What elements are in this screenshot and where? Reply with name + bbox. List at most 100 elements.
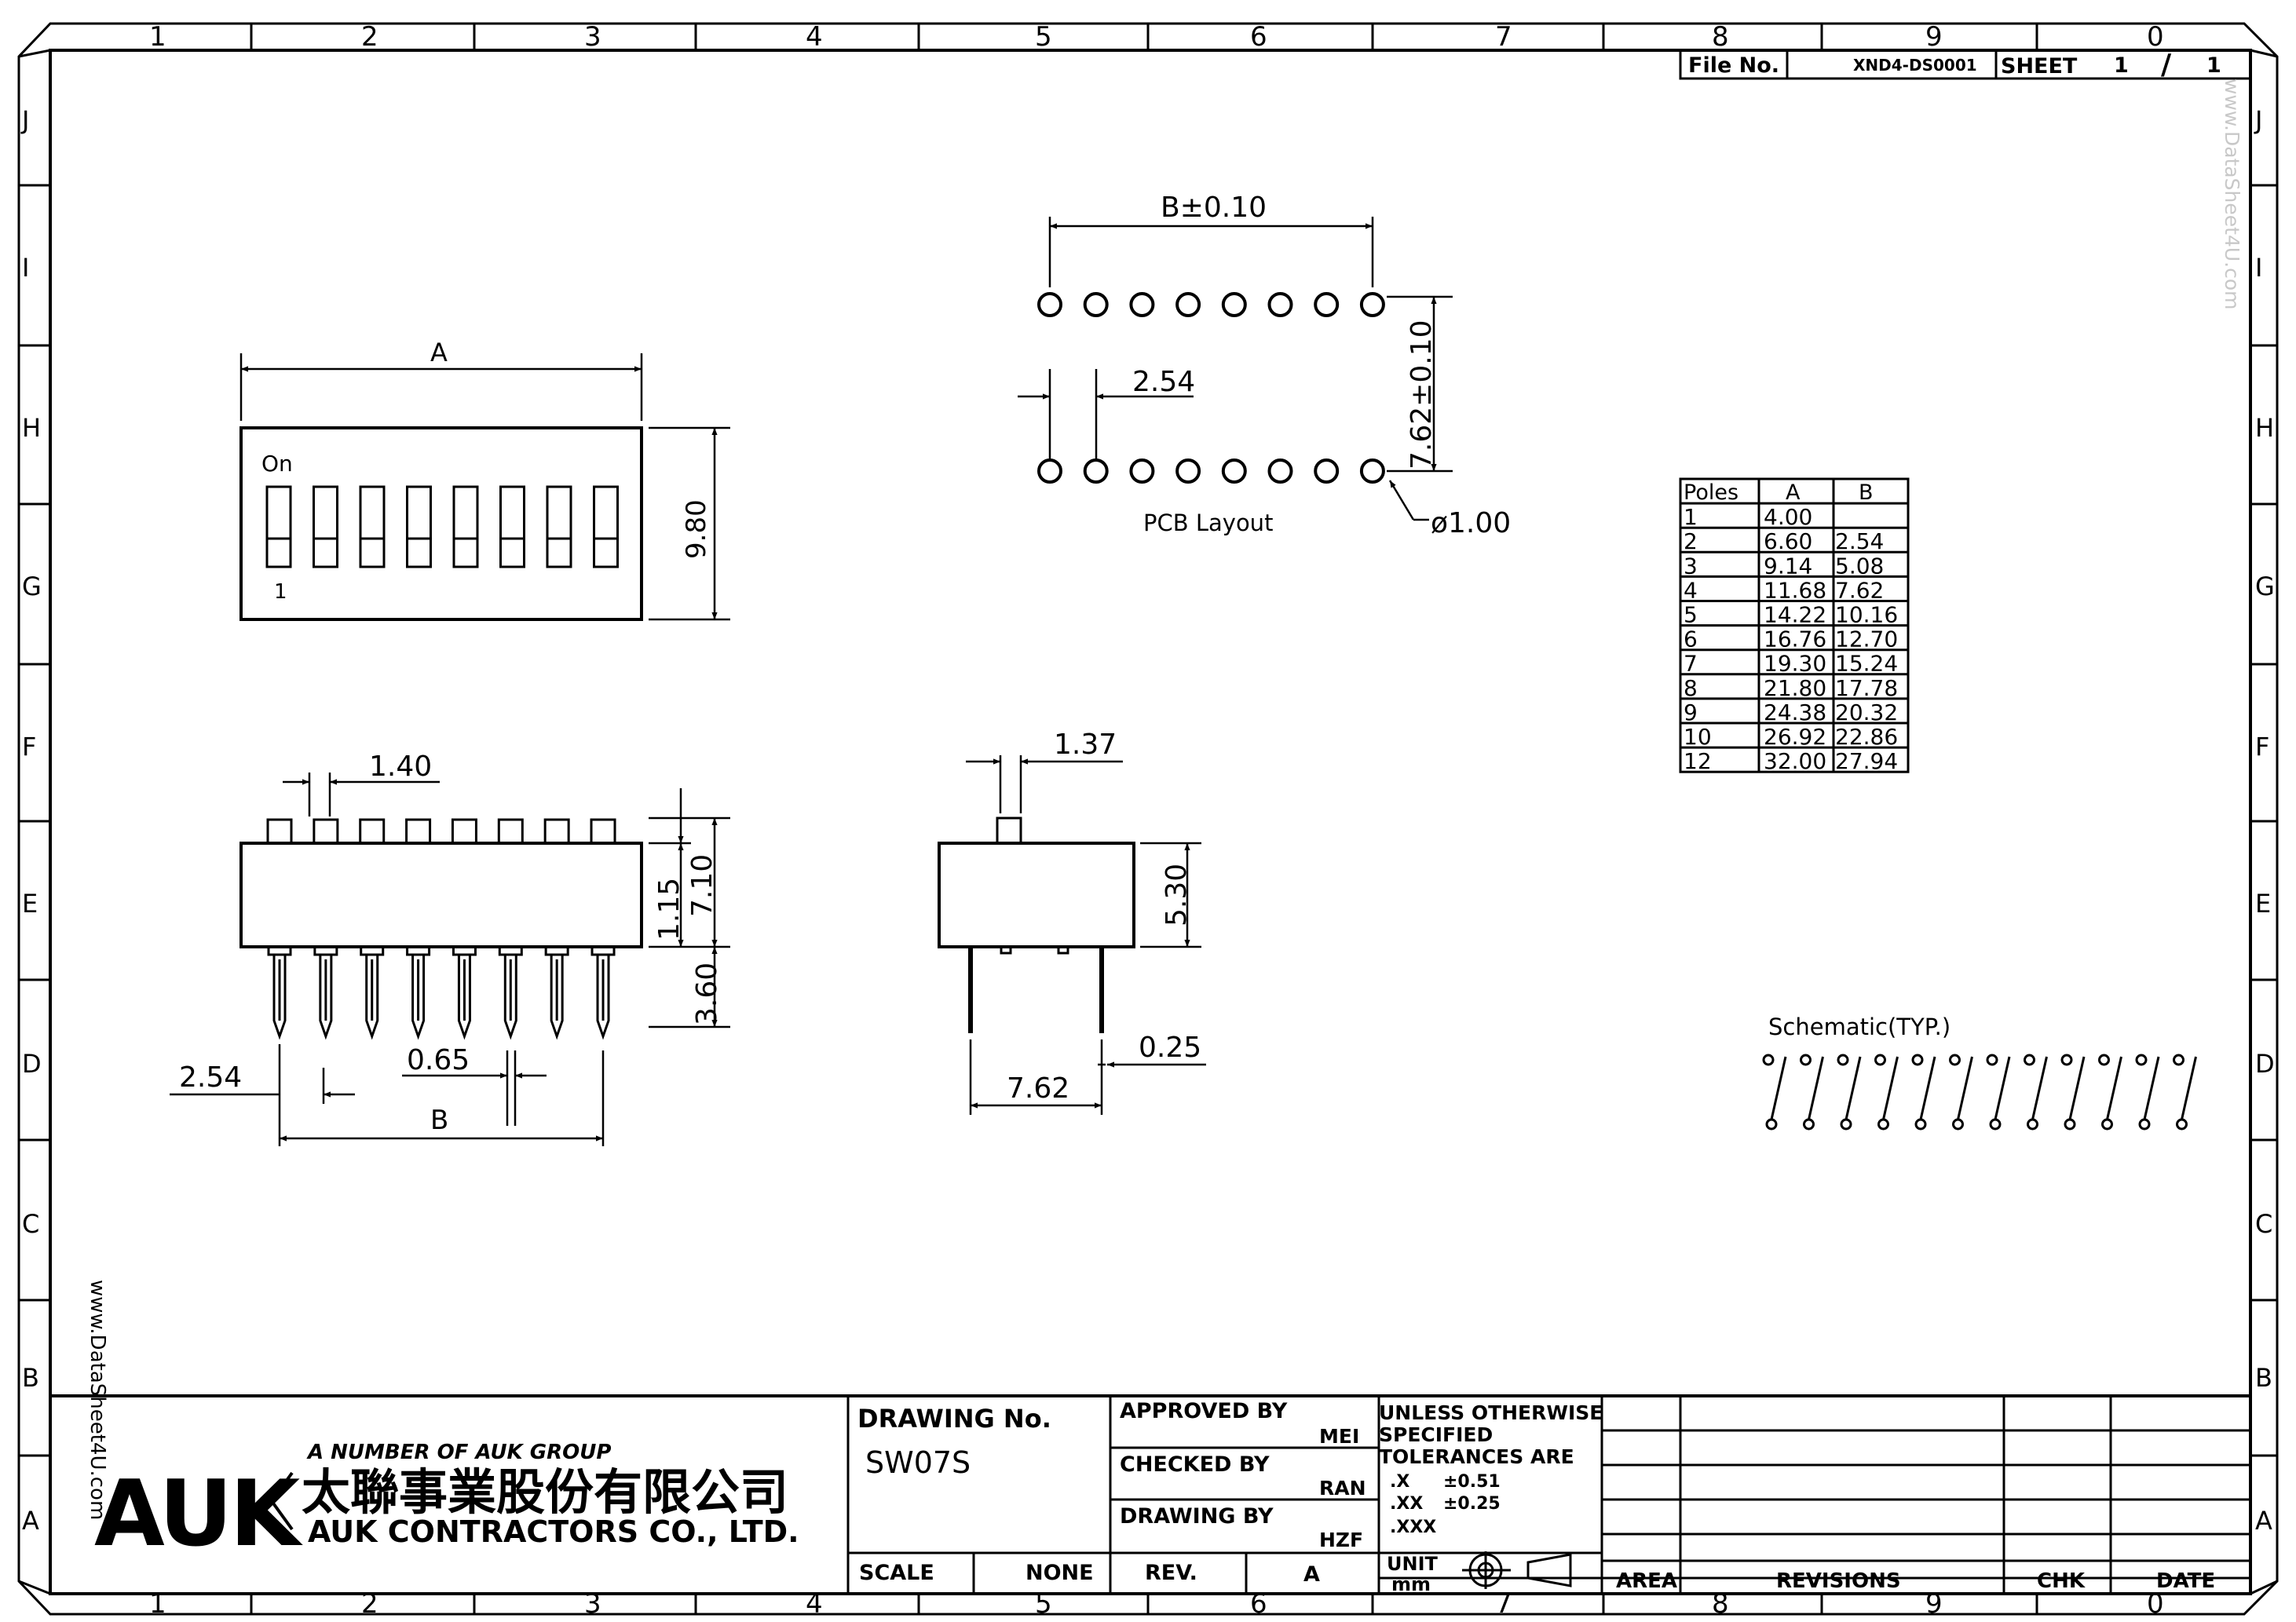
logo-auk: AUK	[94, 1461, 303, 1567]
border-row-right-J: J	[2254, 105, 2262, 135]
table-cell: 3	[1684, 553, 1698, 579]
tolerance-x: .X	[1390, 1472, 1409, 1492]
table-cell: 4	[1684, 577, 1698, 603]
pin-shoulder	[498, 945, 523, 956]
schematic-lever	[2143, 1056, 2160, 1120]
border-col-bottom-8: 8	[1712, 1588, 1729, 1620]
checked-by-value: RAN	[1319, 1477, 1366, 1500]
border-col-top-6: 6	[1250, 21, 1267, 53]
outer-frame	[17, 22, 2279, 1616]
dim-row-7-62: 7.62±0.10	[1406, 320, 1438, 469]
scale-value: NONE	[1026, 1561, 1094, 1585]
dim-3-60: 3.60	[691, 963, 723, 1025]
schematic-contact	[2173, 1054, 2184, 1066]
tolerance-xxx: .XXX	[1390, 1518, 1436, 1537]
schematic-lever	[1994, 1056, 2011, 1120]
border-row-left-J: J	[20, 105, 29, 135]
dim-b-front: B	[430, 1105, 448, 1136]
border-row-right-B: B	[2255, 1363, 2272, 1393]
schematic-lever	[2181, 1056, 2197, 1120]
schematic-lever	[1919, 1056, 1936, 1120]
switch-window	[499, 485, 525, 568]
top-view-actuators	[265, 485, 619, 568]
sheet-label: SHEET	[2001, 54, 2078, 79]
border-row-right-A: A	[2255, 1506, 2272, 1536]
border-row-right-F: F	[2255, 732, 2269, 762]
pin-shoulder	[590, 945, 616, 956]
drawing-no-label: DRAWING No.	[857, 1404, 1051, 1434]
schematic-lever	[1770, 1056, 1787, 1120]
pcb-hole	[1359, 292, 1385, 317]
border-col-top-8: 8	[1712, 21, 1729, 53]
border-row-right-H: H	[2255, 413, 2274, 443]
title-block: AUK A NUMBER OF AUK GROUP 太聯事業股份有限公司 AUK…	[50, 1394, 2250, 1595]
unit-value: mm	[1391, 1573, 1431, 1595]
schematic-contact	[1911, 1054, 1924, 1066]
pcb-hole	[1175, 458, 1201, 484]
schematic-switches	[1762, 1054, 2197, 1131]
sheet-number: 1	[2114, 53, 2129, 78]
table-cell: 27.94	[1835, 748, 1898, 774]
border-row-left-G: G	[22, 572, 42, 601]
dim-actuator-1-40: 1.40	[369, 751, 432, 783]
pcb-hole	[1359, 458, 1385, 484]
table-cell: 10.16	[1835, 602, 1898, 628]
border-ticks	[19, 24, 2277, 1614]
tolerance-xx-value: ±0.25	[1443, 1494, 1501, 1514]
pcb-holes	[1037, 292, 1385, 484]
pcb-layout-caption: PCB Layout	[1143, 510, 1273, 536]
table-cell: 11.68	[1764, 577, 1826, 603]
dim-pitch-2-54: 2.54	[1132, 366, 1195, 398]
schematic-contact	[2064, 1118, 2076, 1131]
sheet-separator: /	[2161, 49, 2172, 81]
approved-by-value: MEI	[1319, 1425, 1359, 1448]
sheet-total: 1	[2206, 53, 2221, 78]
pcb-hole	[1267, 458, 1293, 484]
pcb-hole	[1037, 458, 1062, 484]
table-cell: 19.30	[1764, 651, 1826, 677]
table-cell: 5.08	[1835, 553, 1884, 579]
pin-shoulder	[544, 945, 569, 956]
table-cell: 2.54	[1835, 528, 1884, 554]
schematic-lever	[1882, 1056, 1899, 1120]
tolerance-line-3: TOLERANCES ARE	[1379, 1445, 1574, 1468]
schematic-contact	[2135, 1054, 2148, 1066]
schematic-contact	[1765, 1118, 1778, 1131]
border-row-left-C: C	[22, 1209, 39, 1239]
pcb-hole	[1267, 292, 1293, 317]
switch-window	[359, 485, 386, 568]
schematic-contact	[2176, 1118, 2188, 1131]
pcb-hole	[1314, 292, 1340, 317]
dim-pitch-2-54-front: 2.54	[179, 1061, 242, 1094]
border-row-left-E: E	[22, 889, 38, 919]
border-col-top-3: 3	[584, 21, 601, 53]
switch-window	[406, 485, 432, 568]
schematic-contact	[1952, 1118, 1964, 1131]
schematic-lever	[1808, 1056, 1824, 1120]
table-cell: 9.14	[1764, 553, 1812, 579]
schematic-contact	[1914, 1118, 1927, 1131]
unit-label: UNIT	[1387, 1553, 1439, 1575]
border-row-right-C: C	[2255, 1209, 2272, 1239]
tolerance-line-2: SPECIFIED	[1379, 1423, 1493, 1446]
schematic-contact	[1986, 1054, 1998, 1066]
schematic-contact	[2024, 1054, 2035, 1066]
on-label: On	[261, 451, 293, 477]
schematic-contact	[1874, 1054, 1886, 1066]
switch-window	[452, 485, 479, 568]
border-row-right-I: I	[2255, 253, 2262, 283]
border-col-bottom-1: 1	[149, 1588, 166, 1620]
front-actuator	[405, 818, 432, 845]
table-cell: 32.00	[1764, 748, 1826, 774]
pin-shoulder	[452, 945, 477, 956]
pin-shoulder	[360, 945, 385, 956]
revision-value: A	[1303, 1562, 1320, 1587]
pcb-hole	[1083, 292, 1109, 317]
table-cell: 24.38	[1764, 700, 1826, 725]
pcb-hole	[1129, 458, 1155, 484]
table-cell: 7.62	[1835, 577, 1884, 603]
pin-shoulder	[267, 945, 292, 956]
table-cell: 1	[1684, 504, 1698, 530]
pcb-hole	[1129, 292, 1155, 317]
